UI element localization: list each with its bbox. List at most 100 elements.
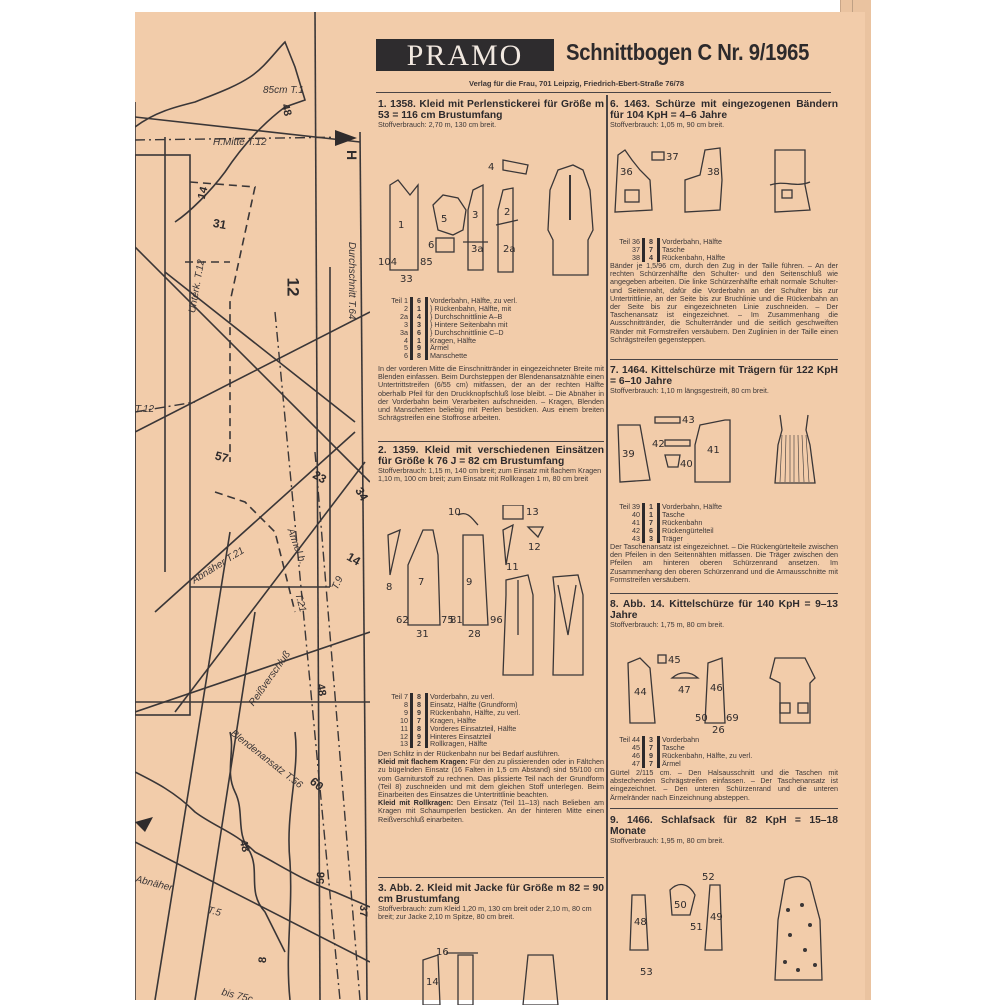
fig-label: 85 — [420, 257, 433, 268]
fig-label: 69 — [726, 713, 739, 724]
article-1463: 6. 1463. Schürze mit eingezogenen Bänder… — [610, 99, 838, 129]
instructions-abb14: Gürtel 2/115 cm. – Den Halsausschnitt un… — [610, 768, 838, 802]
article-heading: 1. 1358. Kleid mit Perlenstickerei für G… — [378, 99, 604, 121]
section-rule — [610, 359, 838, 360]
pattern-label-durchschnitt: Durchschnitt T.64 — [346, 242, 357, 320]
instruction-panel: PRAMO Schnittbogen C Nr. 9/1965 Verlag f… — [370, 35, 840, 1005]
article-1358: 1. 1358. Kleid mit Perlenstickerei für G… — [378, 99, 604, 129]
pattern-pieces-illustration: 14 16 — [422, 947, 559, 1005]
article-heading: 8. Abb. 14. Kittelschürze für 140 KpH = … — [610, 599, 838, 621]
fig-label: 51 — [690, 922, 703, 933]
instructions-1358: In der vorderen Mitte die Einschnittränd… — [378, 364, 604, 423]
fig-label: 3 — [472, 210, 478, 221]
fig-label: 2 — [504, 207, 510, 218]
pattern-sheet-page — [135, 12, 865, 1000]
fig-label: 7 — [418, 577, 424, 588]
fabric-consumption: Stoffverbrauch: 1,15 m, 140 cm breit; zu… — [378, 466, 602, 484]
fabric-consumption: Stoffverbrauch: zum Kleid 1,20 m, 130 cm… — [378, 904, 592, 922]
fig-label: 50 — [674, 900, 687, 911]
fig-label: 43 — [682, 415, 695, 426]
article-heading: 6. 1463. Schürze mit eingezogenen Bänder… — [610, 99, 838, 121]
section-rule — [378, 877, 604, 878]
pattern-label-85cm: 85cm T.1 — [263, 85, 304, 96]
pattern-pieces-illustration: 39 43 42 40 41 — [617, 414, 816, 484]
fabric-consumption: Stoffverbrauch: 1,95 m, 80 cm breit. — [610, 836, 725, 845]
section-rule — [378, 441, 604, 442]
publisher-line: Verlag für die Frau, 701 Leipzig, Friedr… — [469, 79, 685, 88]
fig-label: 45 — [668, 655, 681, 666]
figure-1359: 8 7 9 10 13 12 11 62 75 81 96 31 28 — [378, 505, 603, 690]
pattern-pieces-illustration: 8 7 9 10 13 12 11 62 75 81 96 31 28 — [386, 505, 584, 676]
fabric-consumption: Stoffverbrauch: 1,75 m, 80 cm breit. — [610, 620, 725, 629]
pattern-number: 37 — [357, 904, 370, 918]
fig-label: 81 — [450, 615, 463, 626]
section-rule — [610, 808, 838, 809]
fig-label: 13 — [526, 507, 539, 518]
article-1466: 9. 1466. Schlafsack für 82 KpH = 15–18 M… — [610, 815, 838, 845]
fig-label: 39 — [622, 449, 635, 460]
pattern-number: 12 — [283, 277, 303, 297]
fig-label: 11 — [506, 562, 519, 573]
fig-label: 5 — [441, 214, 447, 225]
fig-label: 28 — [468, 629, 481, 640]
fig-label: 46 — [710, 683, 723, 694]
pattern-number: 31 — [211, 215, 228, 233]
fabric-consumption: Stoffverbrauch: 1,05 m, 90 cm breit. — [610, 120, 725, 129]
fig-label: 8 — [386, 582, 392, 593]
figure-abb2: 14 16 — [378, 945, 603, 1005]
fig-label: 33 — [400, 274, 413, 285]
fig-label: 75 — [441, 615, 454, 626]
article-heading: 7. 1464. Kittelschürze mit Trägern für 1… — [610, 365, 838, 387]
fig-label: 6 — [428, 240, 434, 251]
instructions-1464: Der Taschenansatz ist eingezeichnet. – D… — [610, 542, 838, 584]
article-heading: 9. 1466. Schlafsack für 82 KpH = 15–18 M… — [610, 815, 838, 837]
fig-label: 10 — [448, 507, 461, 518]
fig-label: 40 — [680, 459, 693, 470]
pattern-label-t12: T.12 — [135, 404, 155, 415]
pattern-number: 48 — [314, 682, 329, 698]
article-abb2: 3. Abb. 2. Kleid mit Jacke für Größe m 8… — [378, 883, 604, 921]
fig-label: 42 — [652, 439, 665, 450]
pattern-number: 8 — [256, 956, 270, 964]
page-title: Schnittbogen C Nr. 9/1965 — [566, 39, 810, 65]
section-rule — [610, 593, 838, 594]
fig-label: 104 — [378, 257, 397, 268]
subsection-rollkragen: Kleid mit Rollkragen: Den Einsatz (Teil … — [378, 798, 605, 824]
column-divider — [606, 95, 608, 1000]
fig-label: 2a — [503, 244, 516, 255]
pattern-label-hmitte: H.Mitte T.12 — [213, 137, 267, 148]
fig-label: 48 — [634, 917, 647, 928]
figure-1463: 36 37 38 — [610, 140, 835, 230]
figure-abb14: 44 45 47 46 50 69 26 — [610, 643, 835, 733]
fig-label: 9 — [466, 577, 472, 588]
figure-1358: 1 5 6 3 3a 2 2a 4 104 85 33 — [378, 150, 603, 290]
fig-label: 16 — [436, 947, 449, 958]
article-heading: 3. Abb. 2. Kleid mit Jacke für Größe m 8… — [378, 883, 604, 905]
fig-label: 37 — [666, 152, 679, 163]
article-1464: 7. 1464. Kittelschürze mit Trägern für 1… — [610, 365, 838, 395]
fig-label: 49 — [710, 912, 723, 923]
fabric-consumption: Stoffverbrauch: 1,10 m längsgestreift, 8… — [610, 386, 769, 395]
fig-label: 12 — [528, 542, 541, 553]
article-heading: 2. 1359. Kleid mit verschiedenen Einsätz… — [378, 445, 604, 467]
fig-label: 36 — [620, 167, 633, 178]
